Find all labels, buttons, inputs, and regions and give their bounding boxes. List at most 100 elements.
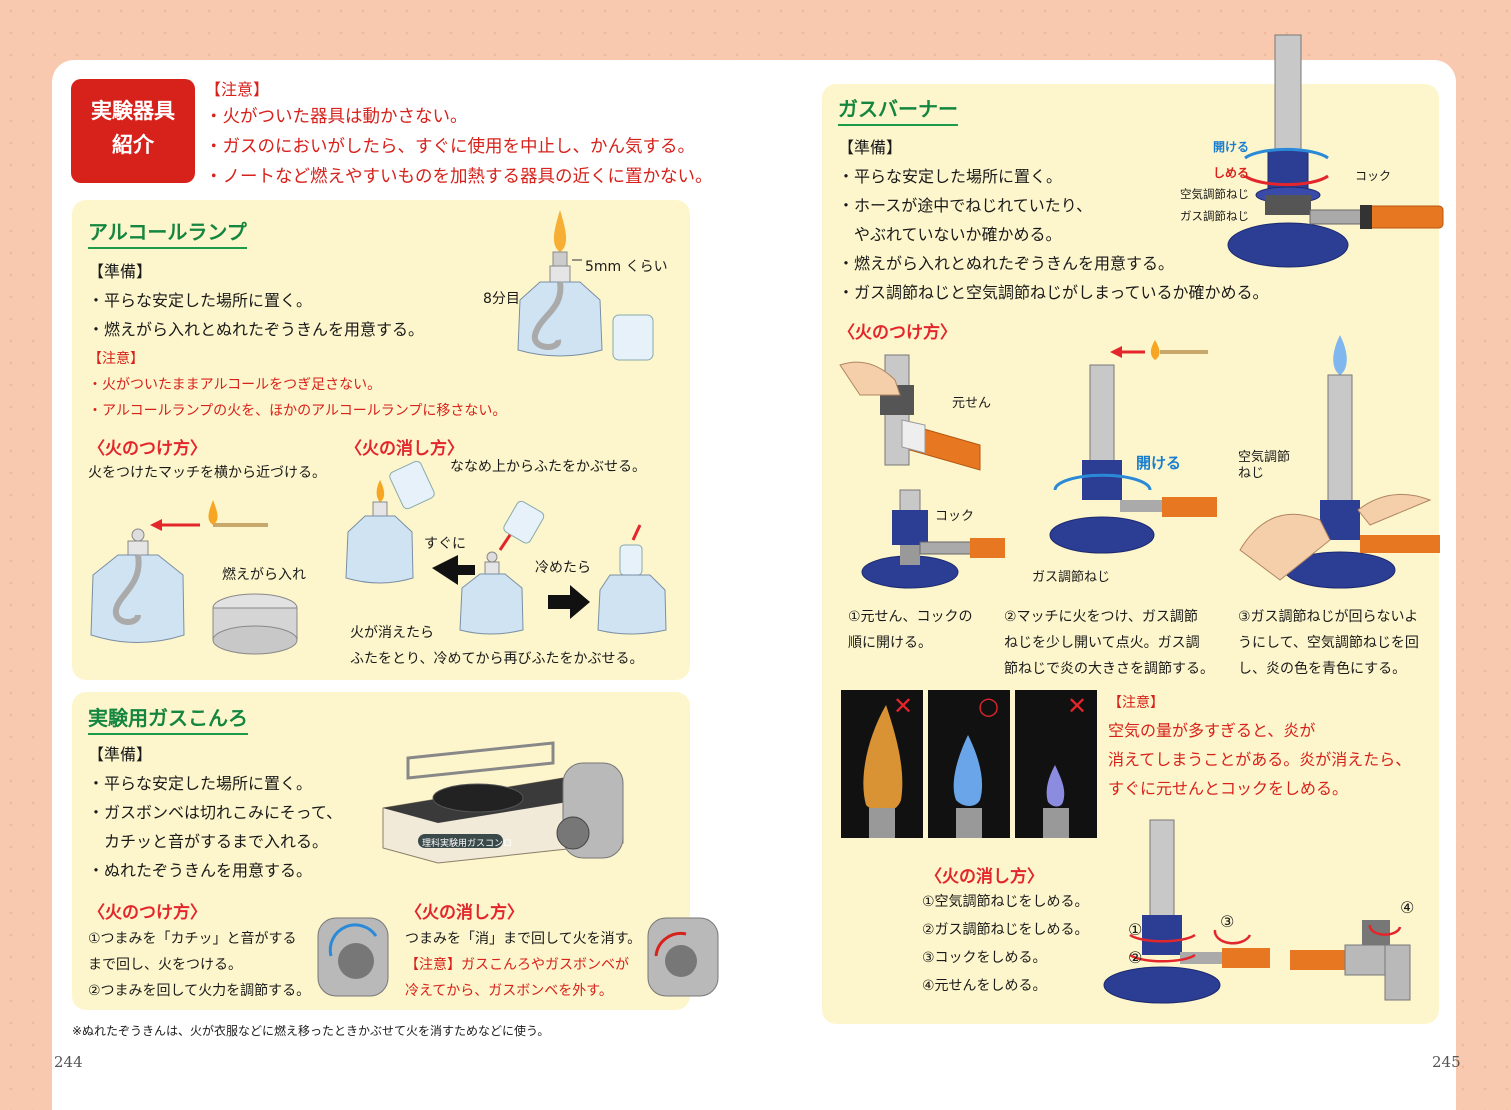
label-step-cock: コック [935, 509, 975, 524]
footnote: ※ぬれたぞうきんは、火が衣服などに燃え移ったときかぶせて火を消すためなどに使う。 [72, 1024, 550, 1038]
burner-step2-c: 節ねじで炎の大きさを調節する。 [1004, 661, 1214, 677]
label-step-air-screw-a: 空気調節 [1238, 450, 1291, 465]
burner-step2-b: ねじを少し開いて点火。ガス調 [1004, 635, 1200, 651]
burner-step1-b: 順に開ける。 [848, 635, 932, 651]
alcohol-ext-step2: 火が消えたら ふたをとり、冷めてから再びふたをかぶせる。 [350, 620, 643, 672]
burner-step1: ①元せん、コックの 順に開ける。 [848, 604, 973, 656]
gas-stove-light-title: 〈火のつけ方〉 [88, 903, 207, 923]
label-8bu: 8分目 [483, 291, 520, 307]
ash-container-icon [212, 593, 298, 655]
ext-num-3: ③ [1220, 912, 1235, 931]
gas-stove-ext-1: つまみを「消」まで回して火を消す。 [405, 931, 642, 947]
gas-stove-extinguish-title: 〈火の消し方〉 [405, 903, 524, 923]
alcohol-light-title: 〈火のつけ方〉 [88, 439, 207, 459]
burner-note-2: 消えてしまうことがある。炎が消えたら、 [1108, 750, 1412, 769]
general-notes: 【注意】 ・火がついた器具は動かさない。 ・ガスのにおいがしたら、すぐに使用を中… [205, 78, 713, 192]
general-note-2: ・ガスのにおいがしたら、すぐに使用を中止し、かん気する。 [205, 137, 695, 157]
burner-ext-1: ①空気調節ねじをしめる。 [922, 894, 1089, 910]
flame-photo-yellow: ✕ [841, 690, 923, 838]
burner-light-title: 〈火のつけ方〉 [838, 323, 957, 343]
alcohol-light-diagram [90, 500, 268, 643]
burner-step2: ②マッチに火をつけ、ガス調節 ねじを少し開いて点火。ガス調 節ねじで炎の大きさを… [1004, 604, 1214, 682]
burner-air-adjust-illustration [1239, 335, 1440, 589]
alcohol-extinguish-title: 〈火の消し方〉 [345, 439, 464, 459]
label-close: しめる [1213, 166, 1250, 180]
alcohol-note-head: 【注意】 [88, 351, 144, 367]
burner-open-illustration [1049, 340, 1217, 554]
alcohol-note-1: ・火がついたままアルコールをつぎ足さない。 [88, 377, 382, 393]
general-note-3: ・ノートなど燃えやすいものを加熱する器具の近くに置かない。 [205, 167, 713, 187]
label-step-open: 開ける [1136, 454, 1182, 472]
alcohol-prep-head: 【準備】 [88, 262, 153, 281]
label-open: 開ける [1213, 140, 1250, 154]
burner-step2-a: ②マッチに火をつけ、ガス調節 [1004, 609, 1198, 625]
gas-stove-ext-steps: つまみを「消」まで回して火を消す。 【注意】ガスこんろやガスボンベが 冷えてから… [405, 926, 641, 1004]
label-sugu: すぐに [424, 536, 466, 552]
mark-bad-2: ✕ [1067, 692, 1088, 720]
gas-stove-prep-3: カチッと音がするまで入れる。 [88, 832, 329, 851]
burner-prep-3: やぶれていないか確かめる。 [838, 225, 1062, 244]
alcohol-prep-2: ・燃えがら入れとぬれたぞうきんを用意する。 [88, 320, 425, 339]
label-5mm: 5mm くらい [585, 259, 668, 275]
knob-off-illustration [647, 917, 719, 997]
gas-stove-illustration [382, 741, 624, 864]
alcohol-prep: 【準備】 ・平らな安定した場所に置く。 ・燃えがら入れとぬれたぞうきんを用意する… [88, 257, 424, 344]
label-air-screw: 空気調節ねじ [1180, 187, 1249, 201]
burner-ext-3: ③コックをしめる。 [922, 950, 1047, 966]
burner-ext-2: ②ガス調節ねじをしめる。 [922, 922, 1089, 938]
gas-stove-prep-4: ・ぬれたぞうきんを用意する。 [88, 861, 313, 880]
alcohol-notes: 【注意】 ・火がついたままアルコールをつぎ足さない。 ・アルコールランプの火を、… [88, 346, 506, 424]
burner-ext-4: ④元せんをしめる。 [922, 978, 1047, 994]
alcohol-prep-1: ・平らな安定した場所に置く。 [88, 291, 313, 310]
gas-stove-light-1: ①つまみを「カチッ」と音がする [88, 931, 297, 947]
ext-num-2: ② [1128, 948, 1143, 967]
label-ashtray: 燃えがら入れ [222, 567, 306, 583]
flame-photo-blue: ○ [928, 690, 1010, 838]
burner-ext-steps: ①空気調節ねじをしめる。 ②ガス調節ねじをしめる。 ③コックをしめる。 ④元せん… [922, 888, 1089, 1000]
burner-prep-4: ・燃えがら入れとぬれたぞうきんを用意する。 [838, 254, 1175, 273]
label-step-air-screw-b: ねじ [1238, 466, 1265, 481]
alcohol-ext-step2b: ふたをとり、冷めてから再びふたをかぶせる。 [350, 651, 644, 667]
alcohol-ext-step1: ななめ上からふたをかぶせる。 [450, 459, 646, 475]
alcohol-extinguish-diagram [345, 460, 667, 635]
burner-extinguish-title: 〈火の消し方〉 [925, 867, 1044, 887]
gas-stove-light-steps: ①つまみを「カチッ」と音がする まで回し、火をつける。 ②つまみを回して火力を調… [88, 926, 310, 1004]
gas-stove-ext-note-1: 【注意】ガスこんろやガスボンベが [405, 957, 629, 973]
gas-stove-light-3: ②つまみを回して火力を調節する。 [88, 983, 311, 999]
alcohol-lamp-diagram [517, 210, 654, 361]
stove-label: 理科実験用ガスコンロ [422, 839, 513, 849]
label-step-air-screw: 空気調節 ねじ [1238, 450, 1290, 482]
flame-photo-small: ✕ [1015, 690, 1097, 838]
mark-good: ○ [978, 692, 999, 720]
burner-step3-b: うにして、空気調節ねじを回 [1238, 635, 1419, 651]
mark-bad-1: ✕ [893, 692, 914, 720]
burner-note-head: 【注意】 [1108, 695, 1164, 711]
page-number-left: 244 [54, 1053, 83, 1071]
burner-step1-a: ①元せん、コックの [848, 609, 973, 625]
burner-prep-1: ・平らな安定した場所に置く。 [838, 167, 1063, 186]
burner-step3: ③ガス調節ねじが回らないよ うにして、空気調節ねじを回 し、炎の色を青色にする。 [1238, 604, 1419, 682]
badge-line2: 紹介 [112, 133, 154, 157]
gas-stove-light-2: まで回し、火をつける。 [88, 957, 242, 973]
gas-stove-ext-note-2: 冷えてから、ガスボンベを外す。 [405, 983, 613, 999]
burner-prep-2: ・ホースが途中でねじれていたり、 [838, 196, 1093, 215]
burner-note-3: すぐに元せんとコックをしめる。 [1108, 779, 1349, 798]
alcohol-ext-step2a: 火が消えたら [350, 625, 434, 641]
burner-note-1: 空気の量が多すぎると、炎が [1108, 721, 1316, 740]
page-number-right: 245 [1432, 1053, 1461, 1071]
knob-turn-illustration [317, 917, 389, 997]
label-step-gas-screw: ガス調節ねじ [1032, 570, 1111, 585]
burner-extinguish-illustration [1103, 819, 1270, 1004]
burner-prep-5: ・ガス調節ねじと空気調節ねじがしまっているか確かめる。 [838, 283, 1269, 302]
ext-num-1: ① [1128, 920, 1143, 939]
label-gas-screw: ガス調節ねじ [1180, 209, 1249, 223]
alcohol-light-text: 火をつけたマッチを横から近づける。 [88, 465, 326, 481]
gas-burner-diagram [1227, 34, 1444, 268]
burner-step3-a: ③ガス調節ねじが回らないよ [1238, 609, 1419, 625]
gas-stove-prep: 【準備】 ・平らな安定した場所に置く。 ・ガスボンベは切れこみにそって、 カチッ… [88, 740, 342, 885]
badge-line1: 実験器具 [91, 99, 175, 123]
gas-stove-title: 実験用ガスこんろ [88, 702, 248, 735]
section-badge: 実験器具 紹介 [71, 79, 195, 183]
label-cock: コック [1355, 169, 1392, 183]
label-cooled: 冷めたら [535, 560, 591, 576]
